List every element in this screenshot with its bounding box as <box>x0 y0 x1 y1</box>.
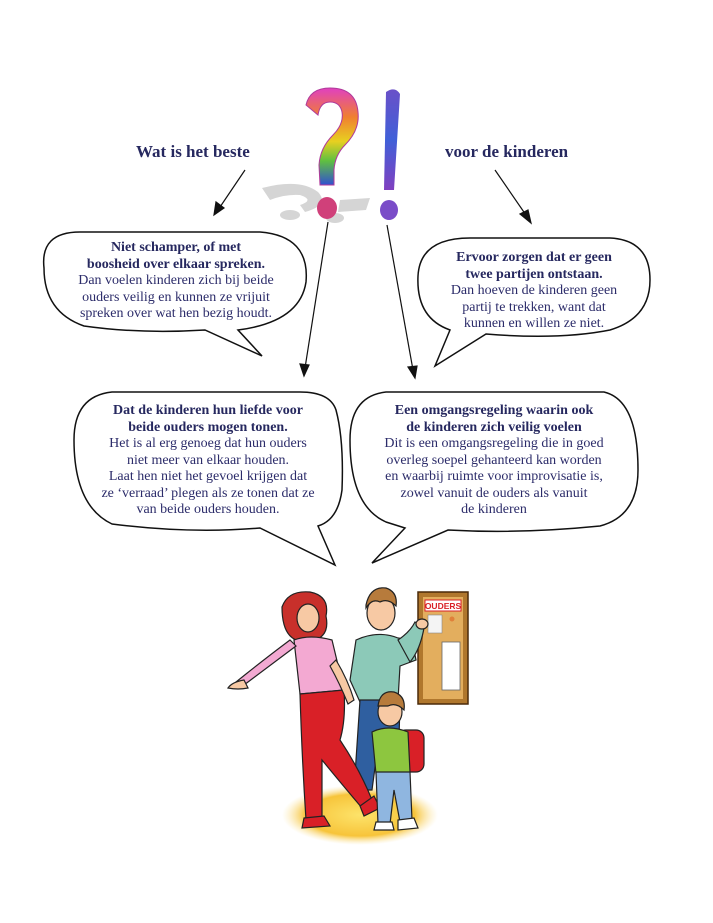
speech-bubbles <box>42 231 651 567</box>
header-right: voor de kinderen <box>445 142 569 161</box>
family-illustration: OUDERS <box>225 578 473 858</box>
bubble-bottom-left-shape <box>73 391 344 567</box>
question-mark-icon <box>305 87 359 219</box>
exclamation-mark-icon <box>380 89 400 220</box>
board-label: OUDERS <box>425 601 462 611</box>
notice-board: OUDERS <box>417 591 469 705</box>
boy-figure <box>371 691 425 831</box>
mother-figure <box>227 591 381 829</box>
bubble-bottom-right-shape <box>349 391 639 564</box>
arrows <box>213 169 532 380</box>
bubble-top-right-shape <box>417 237 651 368</box>
punctuation-shadow <box>262 183 370 223</box>
bubble-top-left-shape <box>42 231 308 357</box>
header-left: Wat is het beste <box>136 142 250 161</box>
